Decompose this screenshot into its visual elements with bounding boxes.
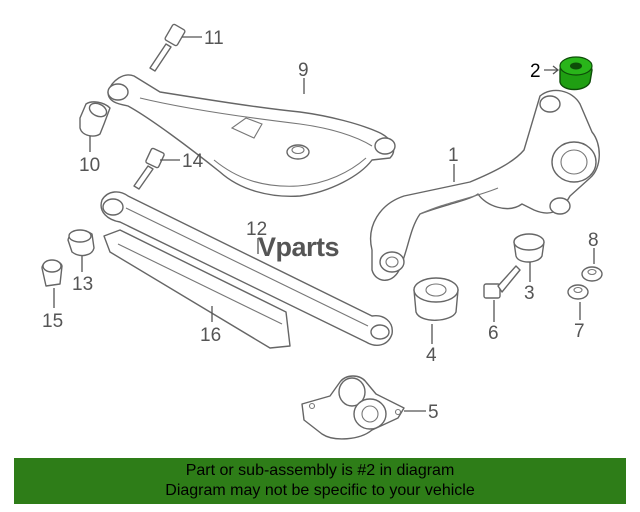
part-1-knuckle xyxy=(370,89,600,281)
part-12-lateral-link xyxy=(100,191,393,346)
callout-2: 2 xyxy=(530,61,541,82)
callout-labels: 1 2 3 4 5 6 7 8 9 10 11 12 13 14 15 16 xyxy=(42,28,599,423)
callout-3: 3 xyxy=(524,283,535,304)
part-10-bushing xyxy=(79,101,111,137)
vparts-watermark: Vparts xyxy=(258,232,340,263)
callout-7: 7 xyxy=(574,321,585,342)
banner-line-1: Part or sub-assembly is #2 in diagram xyxy=(185,462,455,479)
part-4-bushing xyxy=(413,277,459,321)
callout-12: 12 xyxy=(246,219,267,240)
part-2-bushing-highlighted xyxy=(559,56,593,91)
leader-lines xyxy=(53,36,595,412)
part-8-nut xyxy=(581,266,603,282)
callout-14: 14 xyxy=(182,151,204,172)
callout-1: 1 xyxy=(448,145,459,166)
watermark-text: Vparts xyxy=(258,232,340,262)
part-5-mount xyxy=(301,375,405,440)
callout-15: 15 xyxy=(42,311,63,332)
callout-13: 13 xyxy=(72,274,93,295)
part-2-bore xyxy=(570,62,582,70)
banner-line-2: Diagram may not be specific to your vehi… xyxy=(165,482,475,499)
callout-4: 4 xyxy=(426,345,437,366)
parts-diagram: 1 2 3 4 5 6 7 8 9 10 11 12 13 14 15 16 xyxy=(41,23,603,440)
callout-5: 5 xyxy=(428,402,439,423)
part-3-bushing xyxy=(513,233,545,263)
callout-16: 16 xyxy=(200,325,221,346)
callout-10: 10 xyxy=(79,155,100,176)
callout-6: 6 xyxy=(488,323,499,344)
part-16-link-cover xyxy=(103,229,291,349)
part-6-bolt xyxy=(483,265,521,299)
part-14-bolt xyxy=(133,147,165,190)
callout-8: 8 xyxy=(588,230,599,251)
info-banner: Part or sub-assembly is #2 in diagram Di… xyxy=(14,458,626,504)
callout-9: 9 xyxy=(298,60,309,81)
part-7-nut xyxy=(567,284,589,300)
part-13-bushing xyxy=(67,229,95,257)
leader-2 xyxy=(544,65,560,75)
part-9-upper-arm xyxy=(107,74,396,197)
callout-11: 11 xyxy=(204,28,224,49)
part-15-bushing xyxy=(41,259,63,287)
part-11-bolt xyxy=(149,23,186,72)
